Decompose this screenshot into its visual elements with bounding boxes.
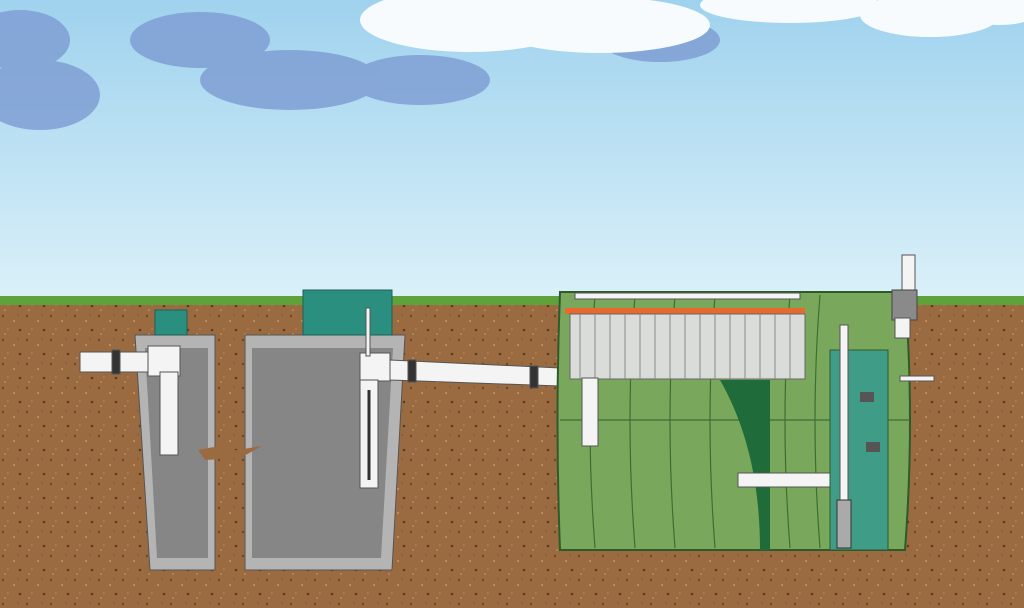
baffle xyxy=(720,380,770,550)
white-clouds xyxy=(360,0,1024,53)
inlet-drop-pipe xyxy=(581,377,599,447)
pump xyxy=(836,499,852,549)
inlet-pipe xyxy=(79,345,181,456)
transfer-pipe xyxy=(737,472,834,488)
air-manifold xyxy=(574,292,801,300)
air-vent xyxy=(891,254,935,382)
grass-line xyxy=(0,296,1024,305)
media-block xyxy=(569,313,806,380)
media-orange-bar xyxy=(565,308,805,314)
discharge-pipe xyxy=(899,375,935,382)
pump-riser-pipe xyxy=(839,324,849,506)
float-switch-lower xyxy=(866,442,880,452)
float-switch-upper xyxy=(860,392,874,402)
riser-left xyxy=(154,309,188,336)
treatment-tank xyxy=(556,291,911,551)
outlet-pipe xyxy=(359,307,561,489)
riser-right xyxy=(302,289,393,336)
